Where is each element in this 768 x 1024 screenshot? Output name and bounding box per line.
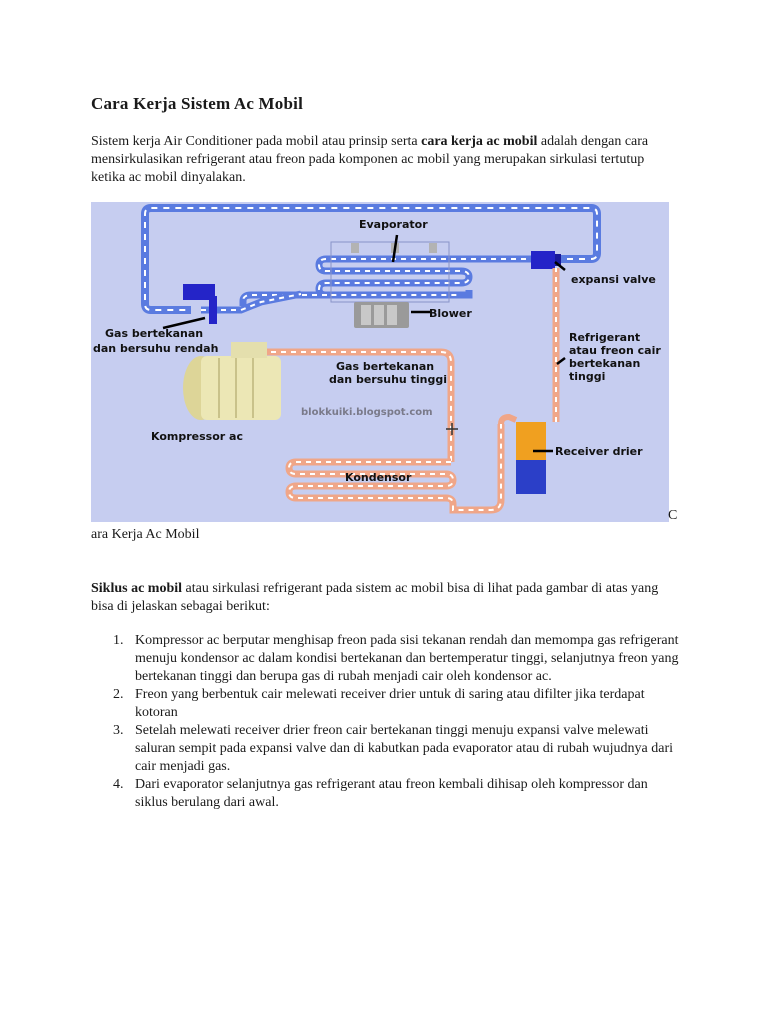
- list-item: 1. Kompressor ac berputar menghisap freon…: [91, 632, 681, 686]
- suction-valve: [183, 284, 215, 300]
- list-number: 4.: [113, 777, 124, 792]
- intro-bold-phrase: cara kerja ac mobil: [421, 134, 538, 149]
- list-item: 3. Setelah melewati receiver drier freon …: [91, 722, 681, 776]
- pointer-lines: [162, 234, 566, 453]
- intro-text-after: adalah dengan cara mensirkulasikan refri…: [91, 134, 649, 185]
- list-number: 3.: [113, 723, 124, 738]
- label-evaporator: Evaporator: [359, 218, 428, 231]
- label-refrigerant-4: tinggi: [569, 370, 605, 383]
- intro-text-before: Sistem kerja Air Conditioner pada mobil …: [91, 134, 422, 149]
- cycle-paragraph: Siklus ac mobil atau sirkulasi refrigera…: [91, 580, 681, 616]
- figure-trailing-letter: C: [668, 508, 678, 523]
- cycle-text-after: atau sirkulasi refrigerant pada sistem a…: [91, 581, 659, 614]
- label-low-gas-1: Gas bertekanan: [105, 327, 203, 340]
- list-item-text: Kompressor ac berputar menghisap freon p…: [135, 633, 679, 684]
- label-blower: Blower: [429, 307, 472, 320]
- figure-caption: ara Kerja Ac Mobil: [91, 527, 200, 542]
- blower: [354, 302, 409, 328]
- receiver-drier: [498, 413, 546, 494]
- list-number: 2.: [113, 687, 124, 702]
- label-expansion-valve: expansi valve: [571, 273, 656, 286]
- expansion-valve: [531, 251, 555, 269]
- label-compressor: Kompressor ac: [151, 430, 243, 443]
- list-item-text: Dari evaporator selanjutnya gas refriger…: [135, 777, 648, 810]
- compressor: [183, 342, 281, 420]
- cycle-bold-phrase: Siklus ac mobil: [91, 581, 183, 596]
- list-item-text: Setelah melewati receiver drier freon ca…: [135, 723, 674, 774]
- list-item: 4. Dari evaporator selanjutnya gas refrig…: [91, 776, 681, 812]
- steps-list: 1. Kompressor ac berputar menghisap freon…: [91, 632, 681, 812]
- label-refrigerant-2: atau freon cair: [569, 344, 661, 357]
- label-high-gas-2: dan bersuhu tinggi: [329, 373, 447, 386]
- label-high-gas-1: Gas bertekanan: [336, 360, 434, 373]
- list-item: 2. Freon yang berbentuk cair melewati rec…: [91, 686, 681, 722]
- intro-paragraph: Sistem kerja Air Conditioner pada mobil …: [91, 133, 681, 187]
- condenser-coils: [285, 424, 505, 514]
- move-cursor-icon: [446, 423, 458, 435]
- label-condenser: Kondensor: [345, 471, 412, 484]
- article-title: Cara Kerja Sistem Ac Mobil: [91, 94, 303, 113]
- list-item-text: Freon yang berbentuk cair melewati recei…: [135, 687, 645, 720]
- ac-cycle-diagram: Evaporator expansi valve Blower Gas bert…: [91, 202, 669, 522]
- label-refrigerant-3: bertekanan: [569, 357, 640, 370]
- watermark-text: blokkuiki.blogspot.com: [301, 407, 433, 418]
- list-number: 1.: [113, 633, 124, 648]
- label-receiver-drier: Receiver drier: [555, 445, 643, 458]
- label-refrigerant-1: Refrigerant: [569, 331, 640, 344]
- label-low-gas-2: dan bersuhu rendah: [93, 342, 218, 355]
